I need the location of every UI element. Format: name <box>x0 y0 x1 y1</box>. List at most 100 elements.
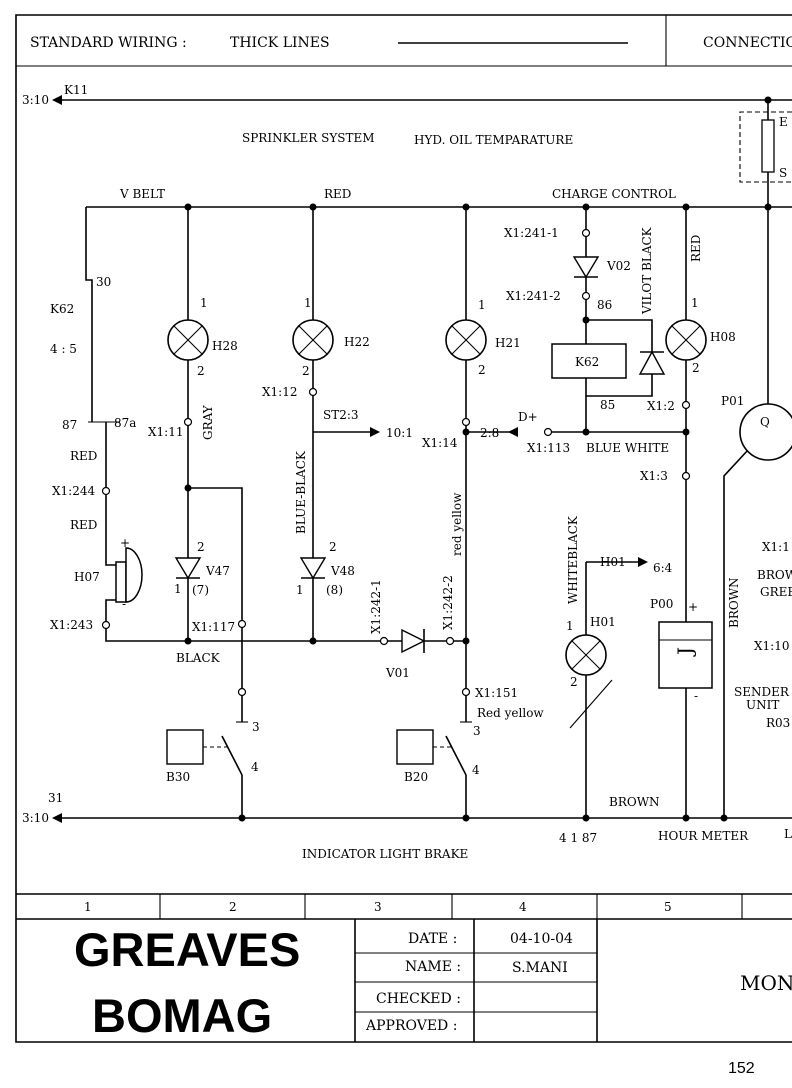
label-b30: B30 <box>166 770 190 784</box>
label-x1-11: X1:11 <box>148 425 184 439</box>
label-s: S <box>779 166 787 180</box>
switch-b30-icon <box>166 721 248 776</box>
label-ref-101: 10:1 <box>386 426 413 440</box>
lamp-h01-icon <box>565 634 613 729</box>
label-x1-113: X1:113 <box>527 441 570 455</box>
label-red-v: RED <box>689 235 703 262</box>
label-h08-pin2: 2 <box>692 361 700 375</box>
page-number: 152 <box>728 1060 755 1077</box>
diode-v01-icon <box>401 628 426 654</box>
label-ref-64: 6:4 <box>653 561 673 575</box>
label-ref-28: 2:8 <box>480 426 499 440</box>
label-x1-151: X1:151 <box>475 686 518 700</box>
label-h22-pin2: 2 <box>302 364 310 378</box>
lamp-h22-icon <box>292 319 334 361</box>
label-x1-241-2: X1:241-2 <box>506 289 561 303</box>
label-indicator: INDICATOR LIGHT BRAKE <box>302 847 468 861</box>
label-v48-pin1: 1 <box>296 583 304 597</box>
label-charge-control: CHARGE CONTROL <box>552 187 676 201</box>
label-h28-pin2: 2 <box>197 364 205 378</box>
column-number: 3 <box>374 900 382 914</box>
thick-lines-label: THICK LINES <box>230 35 330 51</box>
label-x1-242-2: X1:242-2 <box>441 575 455 630</box>
label-x1-117: X1:117 <box>192 620 235 634</box>
column-number: 2 <box>229 900 237 914</box>
label-31: 31 <box>48 791 63 805</box>
sheet-frame <box>15 14 792 1043</box>
label-ref-top: 3:10 <box>22 93 49 107</box>
label-x1-242-1: X1:242-1 <box>369 579 383 634</box>
label-red-yellow-v: red yellow <box>450 492 464 556</box>
label-4187: 4 1 87 <box>559 831 597 845</box>
label-h01-pin1: 1 <box>566 619 574 633</box>
standard-wiring-label: STANDARD WIRING : <box>30 35 187 51</box>
label-b30-pin4: 4 <box>251 760 259 774</box>
label-plus: + <box>688 600 698 614</box>
label-sender: SENDER <box>734 685 790 699</box>
label-blue-black: BLUE-BLACK <box>294 450 308 534</box>
label-unit: UNIT <box>746 698 779 712</box>
label-blue-white: BLUE WHITE <box>586 441 669 455</box>
label-h08-pin1: 1 <box>691 296 699 310</box>
label-l: L <box>784 827 792 841</box>
label-v47-pin2: 2 <box>197 540 205 554</box>
label-brow: BROW <box>757 568 792 582</box>
label-brown: BROWN <box>609 795 660 809</box>
junctions <box>184 96 772 822</box>
label-b20-pin3: 3 <box>473 724 481 738</box>
label-x1-244: X1:244 <box>52 484 95 498</box>
label-x1-12: X1:12 <box>262 385 298 399</box>
column-number: 1 <box>84 900 92 914</box>
switch-b20-icon <box>396 721 472 776</box>
label-v48-num: (8) <box>326 583 343 597</box>
label-k11: K11 <box>64 83 88 97</box>
label-h21-pin2: 2 <box>478 363 486 377</box>
label-j: J <box>673 647 697 657</box>
label-gray: GRAY <box>201 404 215 440</box>
label-x1-10: X1:10 <box>754 639 790 653</box>
label-v02: V02 <box>606 259 631 273</box>
header: STANDARD WIRING : THICK LINES CONNECTIO <box>30 35 792 51</box>
label-x1-2: X1:2 <box>647 399 675 413</box>
lamp-h08-icon <box>665 319 707 361</box>
label-h21-pin1: 1 <box>478 298 486 312</box>
label-87a: 87a <box>114 416 136 430</box>
drawing-title: MON <box>740 971 792 995</box>
lamp-h28-icon <box>167 319 209 361</box>
label-v47: V47 <box>205 564 230 578</box>
label-85: 85 <box>600 398 615 412</box>
label-d-plus: D+ <box>518 410 538 424</box>
label-30: 30 <box>96 275 111 289</box>
connection-label: CONNECTIO <box>703 35 792 51</box>
label-h01: H01 <box>590 615 616 629</box>
title-block-text: GREAVES BOMAG DATE : 04-10-04 NAME : S.M… <box>74 923 792 1042</box>
date-label: DATE : <box>408 931 457 947</box>
label-87: 87 <box>62 418 77 432</box>
diode-v47-icon <box>174 557 202 580</box>
label-h22: H22 <box>344 335 370 349</box>
label-x1-241-1: X1:241-1 <box>504 226 559 240</box>
label-r03: R03 <box>766 716 790 730</box>
label-h01-pin2: 2 <box>570 675 578 689</box>
label-x1-14: X1:14 <box>422 436 458 450</box>
label-st23: ST2:3 <box>323 408 359 422</box>
gauge-p01-icon <box>739 403 792 461</box>
name-value: S.MANI <box>512 960 568 976</box>
label-v47-num: (7) <box>192 583 209 597</box>
label-brown-v: BROWN <box>727 577 741 628</box>
label-h28: H28 <box>212 339 238 353</box>
label-h28-pin1: 1 <box>200 296 208 310</box>
label-whiteblack: WHITEBLACK <box>566 515 580 604</box>
column-number: 5 <box>664 900 672 914</box>
wires <box>52 95 792 823</box>
label-e: E <box>779 115 788 129</box>
date-value: 04-10-04 <box>510 931 573 947</box>
brand-bomag: BOMAG <box>92 989 272 1042</box>
label-v47-pin1: 1 <box>174 582 182 596</box>
label-plus-h07: + <box>120 536 130 550</box>
label-x1-243: X1:243 <box>50 618 93 632</box>
label-ref-bottom: 3:10 <box>22 811 49 825</box>
label-b30-pin3: 3 <box>252 720 260 734</box>
column-numbers: 1 2 3 4 5 <box>84 900 672 914</box>
column-number: 4 <box>519 900 527 914</box>
